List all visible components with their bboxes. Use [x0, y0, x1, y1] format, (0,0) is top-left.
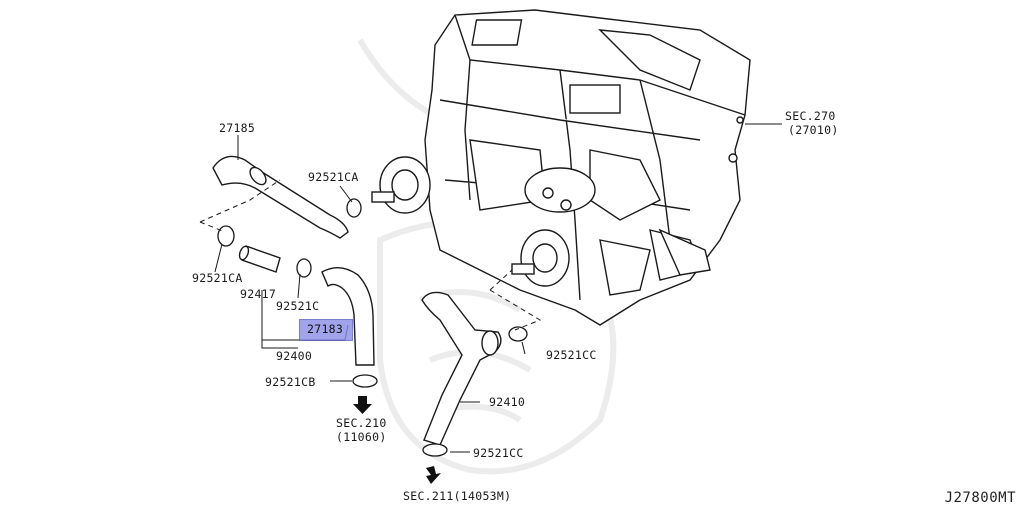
section-label-270[interactable]: SEC.270	[785, 109, 836, 123]
part-label-27183[interactable]: 27183	[307, 322, 344, 336]
section-code-27010: (27010)	[788, 123, 839, 137]
hose-27185	[212, 155, 349, 239]
diagram-reference: J27800MT	[944, 490, 1016, 506]
part-label-92521c[interactable]: 92521C	[276, 299, 320, 313]
part-label-27185[interactable]: 27185	[219, 121, 256, 135]
hose-27183	[321, 267, 375, 366]
highlight-27183[interactable]	[299, 319, 353, 341]
part-label-92521cc-mid[interactable]: 92521CC	[546, 348, 597, 362]
part-label-92521cb[interactable]: 92521CB	[265, 375, 316, 389]
leader-lines	[214, 123, 782, 453]
part-label-92521cc-bot[interactable]: 92521CC	[473, 446, 524, 460]
part-label-92400[interactable]: 92400	[276, 349, 313, 363]
pipe-92417	[238, 245, 281, 273]
section-label-211[interactable]: SEC.211(14053M)	[403, 489, 512, 503]
heater-unit	[371, 9, 751, 326]
clamps	[217, 198, 528, 457]
arrow-icons	[353, 396, 441, 484]
section-code-11060: (11060)	[336, 430, 387, 444]
section-label-210[interactable]: SEC.210	[336, 416, 387, 430]
dashed-guides	[199, 179, 542, 331]
down-arrow-icon	[426, 466, 441, 484]
part-label-92521ca-left[interactable]: 92521CA	[192, 271, 243, 285]
part-label-92521ca-top[interactable]: 92521CA	[308, 170, 359, 184]
part-label-92417[interactable]: 92417	[240, 287, 277, 301]
part-label-92410[interactable]: 92410	[489, 395, 526, 409]
down-arrow-icon	[353, 396, 372, 414]
hose-92410	[421, 291, 502, 446]
